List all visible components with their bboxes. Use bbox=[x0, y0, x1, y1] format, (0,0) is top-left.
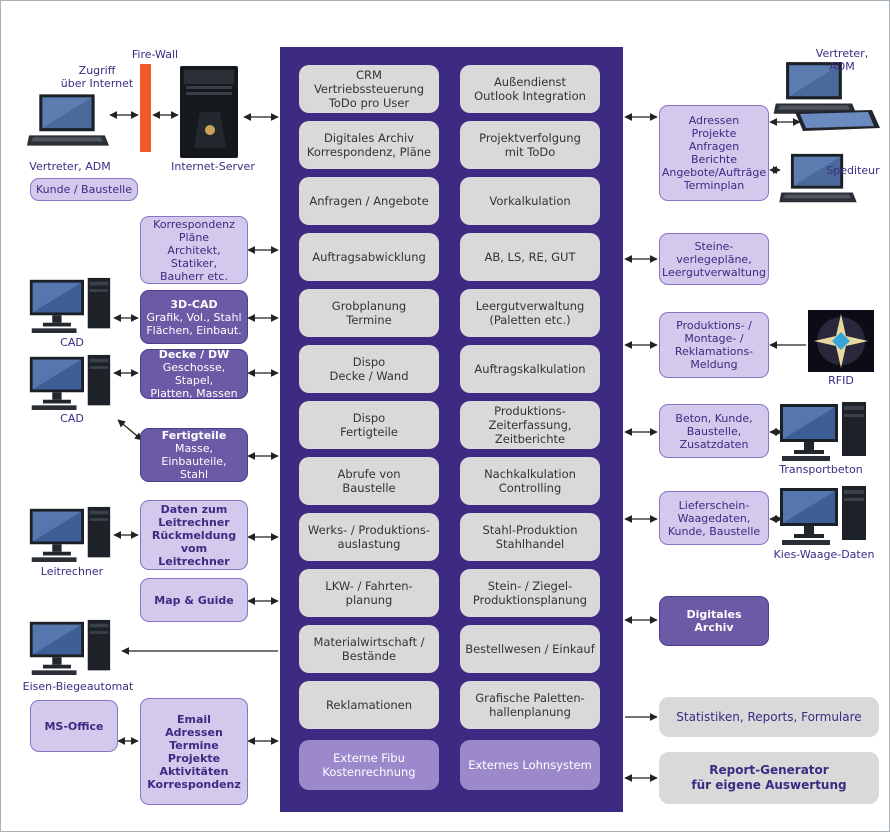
firewall-label: Fire-Wall bbox=[131, 48, 179, 61]
leitrechner-computer-icon bbox=[29, 506, 111, 562]
module-externe-fibu: Externe Fibu Kostenrechnung bbox=[299, 740, 439, 790]
module-projektverfolgung: Projektverfolgung mit ToDo bbox=[460, 121, 600, 169]
module-crm: CRM Vertriebssteuerung ToDo pro User bbox=[299, 65, 439, 113]
transportbeton-label: Transportbeton bbox=[779, 463, 863, 476]
server-label: Internet-Server bbox=[171, 160, 255, 173]
module-auftragsabwicklung: Auftragsabwicklung bbox=[299, 233, 439, 281]
fertigteile-title: Fertigteile bbox=[161, 429, 227, 442]
module-werksauslastung: Werks- / Produktions- auslastung bbox=[299, 513, 439, 561]
spediteur-laptop-icon bbox=[779, 153, 857, 203]
cad-label-2: CAD bbox=[60, 412, 84, 425]
module-vorkalkulation: Vorkalkulation bbox=[460, 177, 600, 225]
tablet-icon bbox=[795, 110, 880, 131]
module-dispo-decke: Dispo Decke / Wand bbox=[299, 345, 439, 393]
cad3d-title: 3D-CAD bbox=[170, 297, 218, 311]
zugriff-label: Zugriff über Internet bbox=[60, 64, 134, 90]
vertreter-right-label: Vertreter, ADM bbox=[815, 47, 869, 73]
cad-computer-icon bbox=[29, 277, 111, 333]
module-leergutverwaltung: Leergutverwaltung (Paletten etc.) bbox=[460, 289, 600, 337]
transportbeton-computer-icon bbox=[780, 402, 866, 461]
cad-computer-icon-2 bbox=[29, 354, 111, 410]
module-stein-ziegel: Stein- / Ziegel- Produktionsplanung bbox=[460, 569, 600, 617]
vertreter-label: Vertreter, ADM bbox=[29, 160, 111, 173]
laptop-icon bbox=[27, 94, 109, 146]
module-ab-ls-re: AB, LS, RE, GUT bbox=[460, 233, 600, 281]
module-nachkalkulation: Nachkalkulation Controlling bbox=[460, 457, 600, 505]
module-stahl-produktion: Stahl-Produktion Stahlhandel bbox=[460, 513, 600, 561]
module-panel: CRM Vertriebssteuerung ToDo pro User Dig… bbox=[280, 47, 623, 812]
lieferschein-box: Lieferschein- Waagedaten, Kunde, Baustel… bbox=[659, 491, 769, 545]
cad3d-box: 3D-CAD Grafik, Vol., Stahl Flächen, Einb… bbox=[140, 290, 248, 344]
module-bestellwesen: Bestellwesen / Einkauf bbox=[460, 625, 600, 673]
module-grobplanung: Grobplanung Termine bbox=[299, 289, 439, 337]
cad-label: CAD bbox=[60, 336, 84, 349]
module-materialwirtschaft: Materialwirtschaft / Bestände bbox=[299, 625, 439, 673]
module-reklamationen: Reklamationen bbox=[299, 681, 439, 729]
cad3d-body: Grafik, Vol., Stahl Flächen, Einbaut. bbox=[146, 310, 242, 337]
kunde-baustelle-box: Kunde / Baustelle bbox=[30, 178, 138, 201]
decke-title: Decke / DW bbox=[158, 348, 230, 361]
map-guide-box: Map & Guide bbox=[140, 578, 248, 622]
server-icon bbox=[180, 66, 238, 158]
leitrechner-daten-box: Daten zum Leitrechner Rückmeldung vom Le… bbox=[140, 500, 248, 570]
beton-box: Beton, Kunde, Baustelle, Zusatzdaten bbox=[659, 404, 769, 458]
kies-waage-computer-icon bbox=[780, 486, 866, 545]
module-lkw-planung: LKW- / Fahrten- planung bbox=[299, 569, 439, 617]
module-zeiterfassung: Produktions- Zeiterfassung, Zeitberichte bbox=[460, 401, 600, 449]
statistiken-box: Statistiken, Reports, Formulare bbox=[659, 697, 879, 737]
module-dispo-fertigteile: Dispo Fertigteile bbox=[299, 401, 439, 449]
email-box: Email Adressen Termine Projekte Aktivitä… bbox=[140, 698, 248, 805]
eisen-computer-icon bbox=[29, 619, 111, 675]
rfid-icon bbox=[808, 310, 874, 372]
module-anfragen: Anfragen / Angebote bbox=[299, 177, 439, 225]
korrespondenz-box: Korrespondenz Pläne Architekt, Statiker,… bbox=[140, 216, 248, 284]
spediteur-label: Spediteur bbox=[826, 164, 880, 177]
digitales-archiv-box: Digitales Archiv bbox=[659, 596, 769, 646]
steine-box: Steine- verlegepläne, Leergutverwaltung bbox=[659, 233, 769, 285]
fertigteile-box: Fertigteile Masse, Einbauteile, Stahl bbox=[140, 428, 248, 482]
msoffice-box: MS-Office bbox=[30, 700, 118, 752]
adressen-box: Adressen Projekte Anfragen Berichte Ange… bbox=[659, 105, 769, 201]
module-palettenhallenplanung: Grafische Paletten- hallenplanung bbox=[460, 681, 600, 729]
eisen-label: Eisen-Biegeautomat bbox=[22, 680, 134, 693]
module-auftragskalkulation: Auftragskalkulation bbox=[460, 345, 600, 393]
produktion-meldung-box: Produktions- / Montage- / Reklamations- … bbox=[659, 312, 769, 378]
decke-box: Decke / DW Geschosse, Stapel, Platten, M… bbox=[140, 348, 248, 400]
report-generator-box: Report-Generator für eigene Auswertung bbox=[659, 752, 879, 804]
firewall-icon bbox=[140, 64, 151, 152]
leitrechner-label: Leitrechner bbox=[40, 565, 104, 578]
rfid-label: RFID bbox=[828, 374, 854, 387]
module-externes-lohnsystem: Externes Lohnsystem bbox=[460, 740, 600, 790]
module-digitales-archiv: Digitales Archiv Korrespondenz, Pläne bbox=[299, 121, 439, 169]
fertigteile-body: Masse, Einbauteile, Stahl bbox=[161, 442, 227, 481]
module-abrufe: Abrufe von Baustelle bbox=[299, 457, 439, 505]
module-aussendienst: Außendienst Outlook Integration bbox=[460, 65, 600, 113]
decke-body: Geschosse, Stapel, Platten, Massen bbox=[150, 361, 238, 400]
kies-waage-label: Kies-Waage-Daten bbox=[773, 548, 875, 561]
